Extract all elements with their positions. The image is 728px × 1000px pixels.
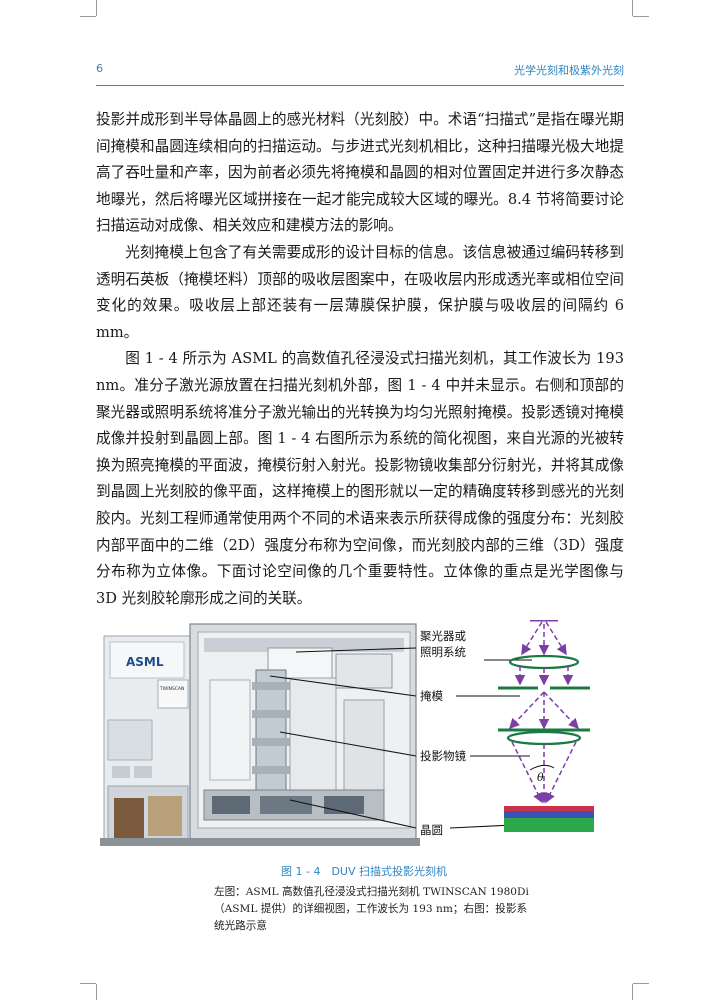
label-condenser-line2: 照明系统 [420,645,466,659]
figure-caption-title: 图 1 - 4 DUV 扫描式投影光刻机 [281,865,447,878]
label-wafer: 晶圆 [420,823,443,837]
crop-mark [632,984,633,1000]
asml-logo: ASML [126,655,164,669]
crop-mark [633,983,649,984]
crop-mark [96,984,97,1000]
crop-mark [632,0,633,16]
optics-schematic: θ [269,620,594,832]
label-mask: 掩模 [420,689,443,703]
label-projection: 投影物镜 [420,749,466,763]
paragraph: 投影并成形到半导体晶圆上的感光材料（光刻胶）中。术语“扫描式”是指在曝光期间掩模… [96,111,624,235]
paragraph: 图 1 - 4 所示为 ASML 的高数值孔径浸没式扫描光刻机，其工作波长为 1… [96,350,624,607]
header-rule [96,85,624,86]
model-label: TWINSCAN [159,686,184,692]
crop-mark [96,0,97,16]
label-condenser-line1: 聚光器或 [420,629,466,643]
theta-label: θ [537,771,544,784]
crop-mark [80,16,96,17]
page-number: 6 [96,62,103,75]
crop-mark [633,16,649,17]
scanner-photo: ASML TWINSCAN [100,623,420,846]
crop-mark [80,983,96,984]
running-title: 光学光刻和极紫外光刻 [514,64,624,77]
label-condenser: 聚光器或 照明系统 [420,628,466,660]
body-text: 投影并成形到半导体晶圆上的感光材料（光刻胶）中。术语“扫描式”是指在曝光期间掩模… [96,107,624,612]
paragraph: 光刻掩模上包含了有关需要成形的设计目标的信息。该信息被通过编码转移到透明石英板（… [96,243,624,341]
figure-1-4: ASML TWINSCAN 聚光器或 照明系统 掩模 投影 [100,620,640,850]
figure-caption-description: 左图：ASML 高数值孔径浸没式扫描光刻机 TWINSCAN 1980Di（AS… [214,886,529,932]
